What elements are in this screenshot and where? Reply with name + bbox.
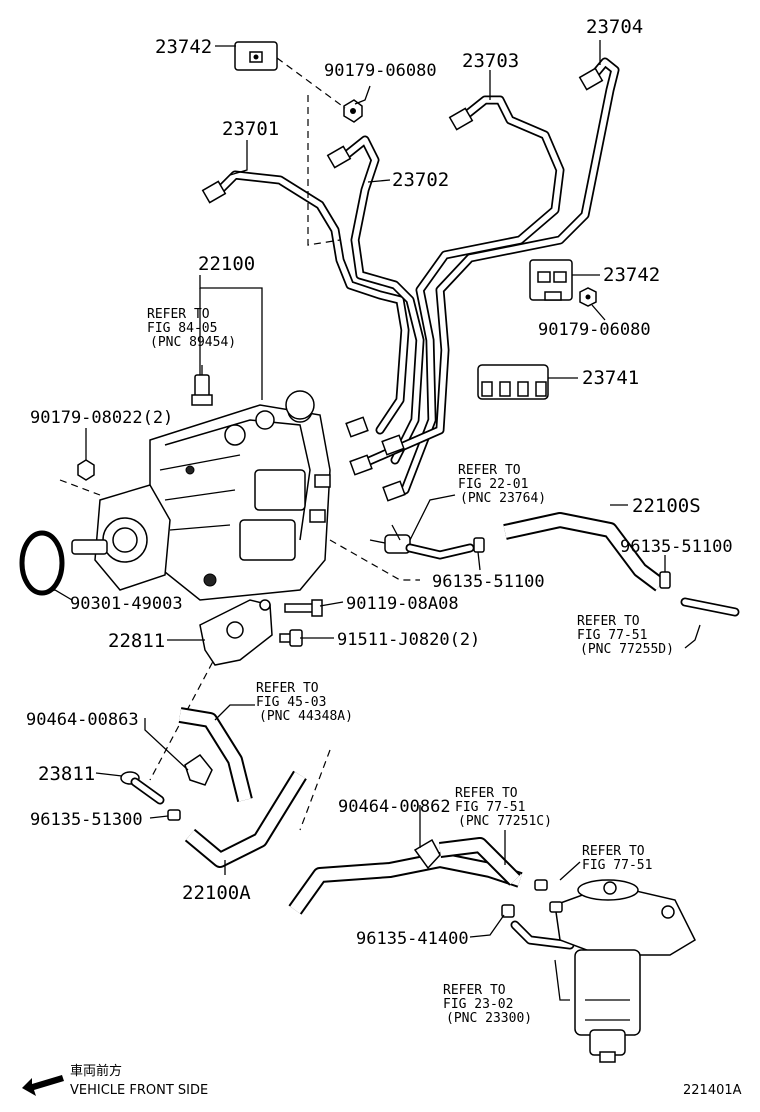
label-96135-51300: 96135-51300 [30, 810, 143, 830]
clamp-23742-mid [529, 259, 573, 301]
ref-fig77c-l2: FIG 77-51 [582, 858, 652, 873]
label-23811: 23811 [38, 763, 95, 785]
bolt-91511-J0820 [279, 629, 303, 647]
label-23741: 23741 [582, 367, 639, 389]
ref-fig84-l1: REFER TO [147, 307, 210, 322]
injection-pipes [201, 57, 620, 502]
label-23702: 23702 [392, 169, 449, 191]
sensor-part [191, 365, 213, 406]
direction-label-jp: 車両前方 [70, 1063, 122, 1079]
ref-fig77a-l2: FIG 77-51 [577, 628, 647, 643]
label-90179-08022: 90179-08022(2) [30, 408, 173, 428]
injection-pump-22100 [71, 390, 331, 601]
label-22100: 22100 [198, 253, 255, 275]
ref-fig77a-l3: (PNC 77255D) [580, 642, 674, 657]
ref-fig77b-l1: REFER TO [455, 786, 518, 801]
nut-90179-06080-top [343, 99, 363, 123]
fuel-filter [554, 879, 696, 1063]
diagram-id: 221401A [683, 1083, 742, 1098]
clamp-90464-00862 [413, 838, 441, 870]
ref-fig84-l3: (PNC 89454) [150, 335, 236, 350]
label-23742-mid: 23742 [603, 264, 660, 286]
label-22100A: 22100A [182, 882, 251, 904]
nut-90179-08022 [77, 459, 95, 481]
label-90179-06080-top: 90179-06080 [324, 61, 437, 81]
bolt-23811 [120, 771, 165, 805]
hose-upper-left [178, 707, 253, 802]
label-90464-00862: 90464-00862 [338, 797, 451, 817]
clip-96135-51300 [167, 809, 181, 821]
direction-label-en: VEHICLE FRONT SIDE [70, 1083, 208, 1098]
label-22811: 22811 [108, 630, 165, 652]
clip-96135-41400 [501, 904, 515, 918]
ref-fig22-l1: REFER TO [458, 463, 521, 478]
label-90119-08A08: 90119-08A08 [346, 594, 459, 614]
hose-lower-main [288, 837, 523, 915]
o-ring-90301-49003 [19, 530, 65, 596]
ref-fig84-l2: FIG 84-05 [147, 321, 217, 336]
overflow-fitting [369, 524, 475, 560]
label-23742-top: 23742 [155, 36, 212, 58]
hose-22100A [184, 770, 307, 868]
clamp-23741 [477, 364, 549, 400]
label-91511-J0820: 91511-J0820(2) [337, 630, 480, 650]
bracket-22811 [199, 599, 273, 666]
bolt-90119-08A08 [284, 599, 323, 617]
ref-fig45-l1: REFER TO [256, 681, 319, 696]
clamp-90464-00863 [184, 753, 213, 786]
label-22100S: 22100S [632, 495, 701, 517]
front-direction-arrow-icon [22, 1075, 64, 1096]
ref-fig77b-l3: (PNC 77251C) [458, 814, 552, 829]
hose-22100S [503, 512, 665, 592]
leader-lines [46, 40, 701, 1001]
ref-fig45-l2: FIG 45-03 [256, 695, 326, 710]
label-90301-49003: 90301-49003 [70, 594, 183, 614]
label-23703: 23703 [462, 50, 519, 72]
label-96135-41400: 96135-41400 [356, 929, 469, 949]
clip-96135-51100-mid [473, 537, 485, 553]
label-90464-00863: 90464-00863 [26, 710, 139, 730]
ref-fig77a-l1: REFER TO [577, 614, 640, 629]
ref-fig77b-l2: FIG 77-51 [455, 800, 525, 815]
label-96135-51100-mid: 96135-51100 [432, 572, 545, 592]
label-23704: 23704 [586, 16, 643, 38]
ref-fig23-l2: FIG 23-02 [443, 997, 513, 1012]
ref-fig22-l2: FIG 22-01 [458, 477, 528, 492]
ref-fig23-l3: (PNC 23300) [446, 1011, 532, 1026]
ref-fig23-l1: REFER TO [443, 983, 506, 998]
fitting-fig77c [534, 879, 563, 913]
label-23701: 23701 [222, 118, 279, 140]
clamp-23742-top [234, 41, 278, 71]
clip-96135-51100-right [659, 571, 671, 589]
nut-90179-06080-mid [579, 287, 597, 307]
ref-fig22-l3: (PNC 23764) [460, 491, 546, 506]
ref-fig45-l3: (PNC 44348A) [259, 709, 353, 724]
label-90179-06080-mid: 90179-06080 [538, 320, 651, 340]
label-96135-51100-right: 96135-51100 [620, 537, 733, 557]
ref-fig77c-l1: REFER TO [582, 844, 645, 859]
